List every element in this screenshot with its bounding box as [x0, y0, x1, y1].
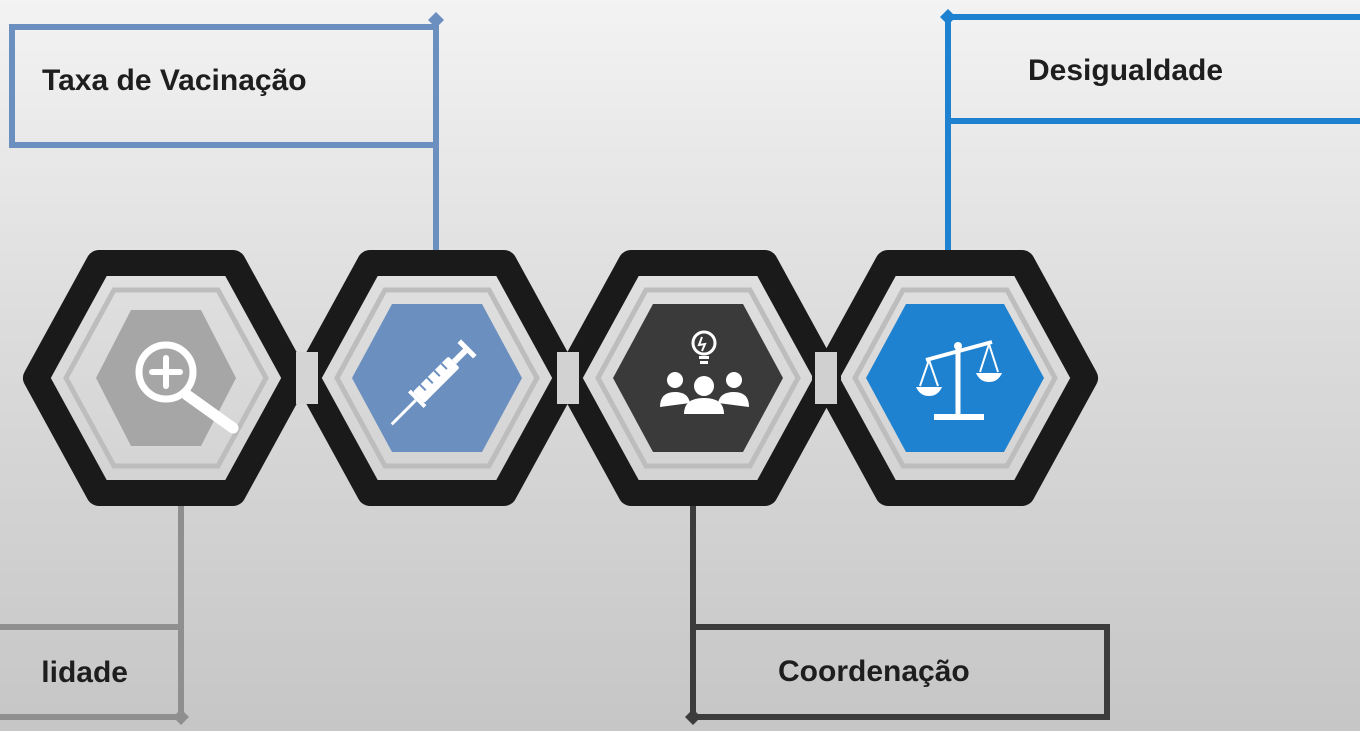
balance-scale-icon — [916, 340, 1002, 420]
syringe-icon — [390, 339, 477, 426]
diamond-marker-desigualdade — [940, 9, 956, 25]
hexagon-frame-4 — [812, 250, 1098, 506]
hexagon-inner-justice — [866, 304, 1044, 452]
diamond-marker-taxa — [428, 12, 444, 28]
magnifier-plus-icon — [135, 341, 239, 434]
label-qualidade: lidade — [41, 656, 128, 689]
callout-qualidade — [0, 490, 189, 725]
callout-box-qualidade — [0, 624, 184, 720]
label-coordenacao: Coordenação — [778, 655, 970, 688]
callout-desigualdade — [940, 9, 1360, 262]
callout-box-coordenacao — [690, 624, 1110, 720]
diamond-marker-qualidade — [173, 709, 189, 725]
label-desigualdade: Desigualdade — [1028, 54, 1224, 87]
callout-taxa-vacinacao — [9, 12, 444, 262]
diamond-marker-coordenacao — [685, 709, 701, 725]
label-taxa-vacinacao: Taxa de Vacinação — [42, 64, 307, 97]
team-idea-icon — [660, 330, 749, 414]
callout-coordenacao — [685, 490, 1110, 725]
bracket-gaps — [296, 352, 837, 404]
